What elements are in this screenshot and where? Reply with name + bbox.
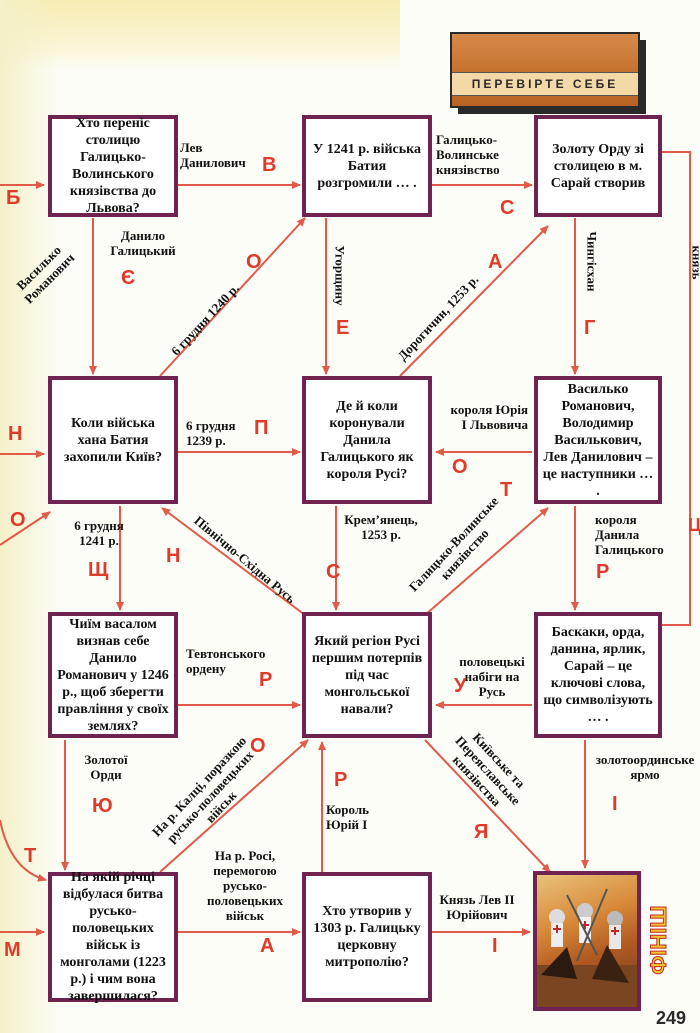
letter-13: Щ <box>88 559 109 581</box>
label-right-edge: князь <box>689 245 700 280</box>
header-shadow <box>640 40 646 114</box>
label-zolot-yarmo: золотоординське ярмо <box>595 752 695 782</box>
letter-16: Р <box>596 561 610 583</box>
letter-2: В <box>262 154 277 176</box>
letter-4: Є <box>121 267 136 289</box>
letter-14: Н <box>166 545 181 567</box>
label-polovets: половецькі набіги на Русь <box>459 654 525 699</box>
header-shadow-bottom <box>458 108 646 114</box>
question-box-4: Коли війська хана Батия захопили Київ? <box>48 376 178 504</box>
label-lev: Лев Данилович <box>180 140 246 170</box>
question-box-1: Хто переніс столицю Галицько-Волинського… <box>48 115 178 217</box>
arrow-in-b10-curve <box>0 819 47 882</box>
letter-19: У <box>454 675 467 697</box>
letter-6: Е <box>336 317 350 339</box>
label-zoloti: Золотої Орди <box>84 752 128 782</box>
question-box-2: У 1241 р. війська Батия розгромили … . <box>302 115 432 217</box>
battle-scene-icon <box>537 888 637 1007</box>
label-tevton: Тевтонського ордену <box>186 646 266 676</box>
letter-26: М <box>4 939 21 961</box>
question-box-6: Василько Романович, Володимир Василькови… <box>534 376 662 504</box>
arrow-b10-b8 <box>159 739 309 873</box>
letter-24: Р <box>334 769 348 791</box>
question-box-11: Хто утворив у 1303 р. Галицьку церковну … <box>302 872 432 1002</box>
label-kremenets: Кремʼянець, 1253 р. <box>344 512 418 542</box>
letter-7: А <box>488 251 503 273</box>
letter-29: Ц <box>688 515 700 535</box>
header-title: ПЕРЕВІРТЕ СЕБЕ <box>452 72 638 96</box>
letter-21: Т <box>24 845 37 867</box>
page-number: 249 <box>656 1008 687 1028</box>
letter-12: Т <box>500 479 513 501</box>
arrow-b5-b3 <box>399 225 549 377</box>
label-rosi: На р. Росі, перемогою русько-половецьких… <box>207 848 283 923</box>
arrow-in-b7 <box>0 511 51 546</box>
letter-8: Г <box>584 317 596 339</box>
letter-15: С <box>326 561 341 583</box>
arrow-b8-b6 <box>424 507 549 616</box>
finish-label: ФІНІШ <box>646 905 672 975</box>
svg-text:ФІНІШ: ФІНІШ <box>646 906 671 975</box>
letter-27: А <box>260 935 275 957</box>
label-danylo: Данило Галицький <box>110 228 176 258</box>
battle-illustration <box>533 871 641 1011</box>
header-panel: ПЕРЕВІРТЕ СЕБЕ <box>450 32 640 108</box>
question-box-5: Де й коли коронували Данила Галицького я… <box>302 376 432 504</box>
label-chingis: Чингісхан <box>584 231 600 292</box>
label-yurii: Король Юрій І <box>326 802 370 832</box>
label-6dec1241: 6 грудня 1241 р. <box>74 518 124 548</box>
letter-17: О <box>10 509 26 531</box>
question-box-8: Який регіон Русі першим потерпів під час… <box>302 612 432 738</box>
question-box-10: На якій річці відбулася битва русько-пол… <box>48 870 178 1004</box>
question-box-3: Золоту Орду зі столицею в м. Сарай створ… <box>534 115 662 217</box>
label-galvol1: Галицько-Волинське князівство <box>436 132 500 177</box>
letter-22: О <box>250 735 266 757</box>
label-6dec1239: 6 грудня 1239 р. <box>186 418 236 448</box>
letter-5: О <box>246 251 262 273</box>
label-ugor: Угорщину <box>332 245 348 306</box>
arrow-b8-finish <box>424 739 551 873</box>
letter-18: Р <box>259 669 273 691</box>
question-box-9: Баскаки, орда, данина, ярлик, Сарай – це… <box>534 612 662 738</box>
letter-25: І <box>612 793 618 815</box>
question-box-7: Чиїм васалом визнав себе Данило Романови… <box>48 612 178 738</box>
yellow-glow <box>0 0 400 70</box>
letter-20: Ю <box>92 795 113 817</box>
arrow-b8-b4 <box>161 507 306 616</box>
arrow-right-loop <box>644 151 691 629</box>
letter-11: О <box>452 456 468 478</box>
arrow-b4-b2 <box>159 217 306 377</box>
label-koroliu: короля Юрія І Львовича <box>450 402 528 432</box>
label-korol-dan: короля Данила Галицького <box>595 512 664 557</box>
letter-10: П <box>254 417 269 439</box>
letter-1: Б <box>6 187 21 209</box>
label-kniaz-lev: Князь Лев ІІ Юрійович <box>439 892 515 922</box>
letter-9: Н <box>8 423 23 445</box>
letter-23: Я <box>474 821 489 843</box>
letter-3: С <box>500 197 515 219</box>
letter-28: І <box>492 935 498 957</box>
